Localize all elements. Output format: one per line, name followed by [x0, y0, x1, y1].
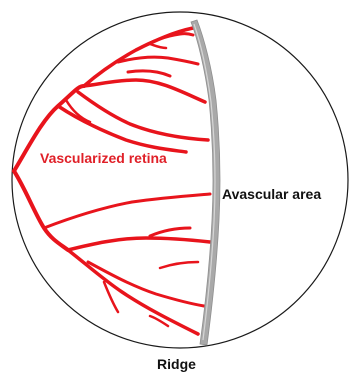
ridge-label: Ridge [0, 356, 353, 372]
vascularized-retina-label: Vascularized retina [40, 150, 167, 166]
avascular-area-label: Avascular area [222, 186, 321, 202]
retina-outline [12, 12, 348, 348]
